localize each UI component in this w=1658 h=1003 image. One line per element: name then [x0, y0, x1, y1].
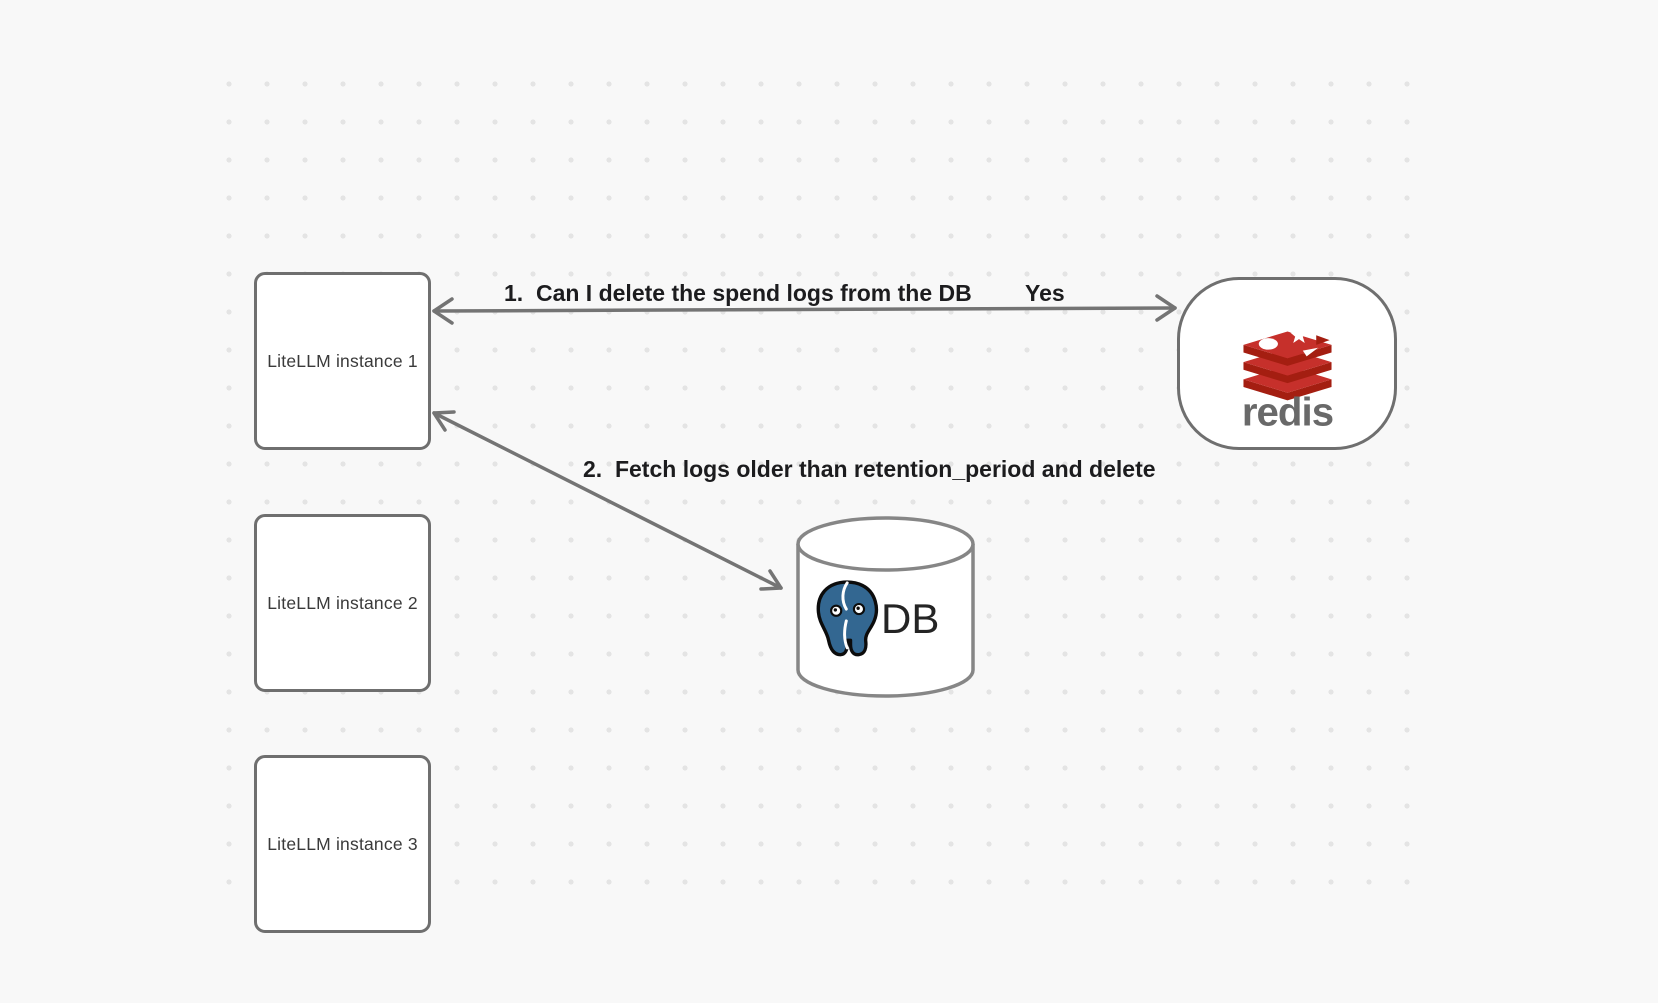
litellm-instance-2-label: LiteLLM instance 2 [267, 592, 418, 613]
edge-1-reply-label: Yes [1025, 280, 1065, 306]
db-node-label: DB [881, 595, 940, 642]
redis-stack-icon [1242, 326, 1332, 400]
postgresql-icon [816, 580, 879, 657]
arrow-edge-2 [432, 410, 783, 591]
litellm-instance-1-label: LiteLLM instance 1 [267, 350, 418, 371]
edge-1-label: 1. Can I delete the spend logs from the … [504, 280, 972, 306]
redis-wordmark: redis [1241, 389, 1332, 431]
litellm-instance-2-node: LiteLLM instance 2 [254, 514, 431, 692]
litellm-instance-3-label: LiteLLM instance 3 [267, 833, 418, 854]
litellm-instance-1-node: LiteLLM instance 1 [254, 272, 431, 450]
arrow-edge-1 [432, 294, 1177, 325]
litellm-instance-3-node: LiteLLM instance 3 [254, 755, 431, 933]
redis-logo-icon: redis [1241, 326, 1334, 431]
redis-node: redis [1177, 277, 1397, 450]
edge-2-label: 2. Fetch logs older than retention_perio… [583, 456, 1156, 482]
